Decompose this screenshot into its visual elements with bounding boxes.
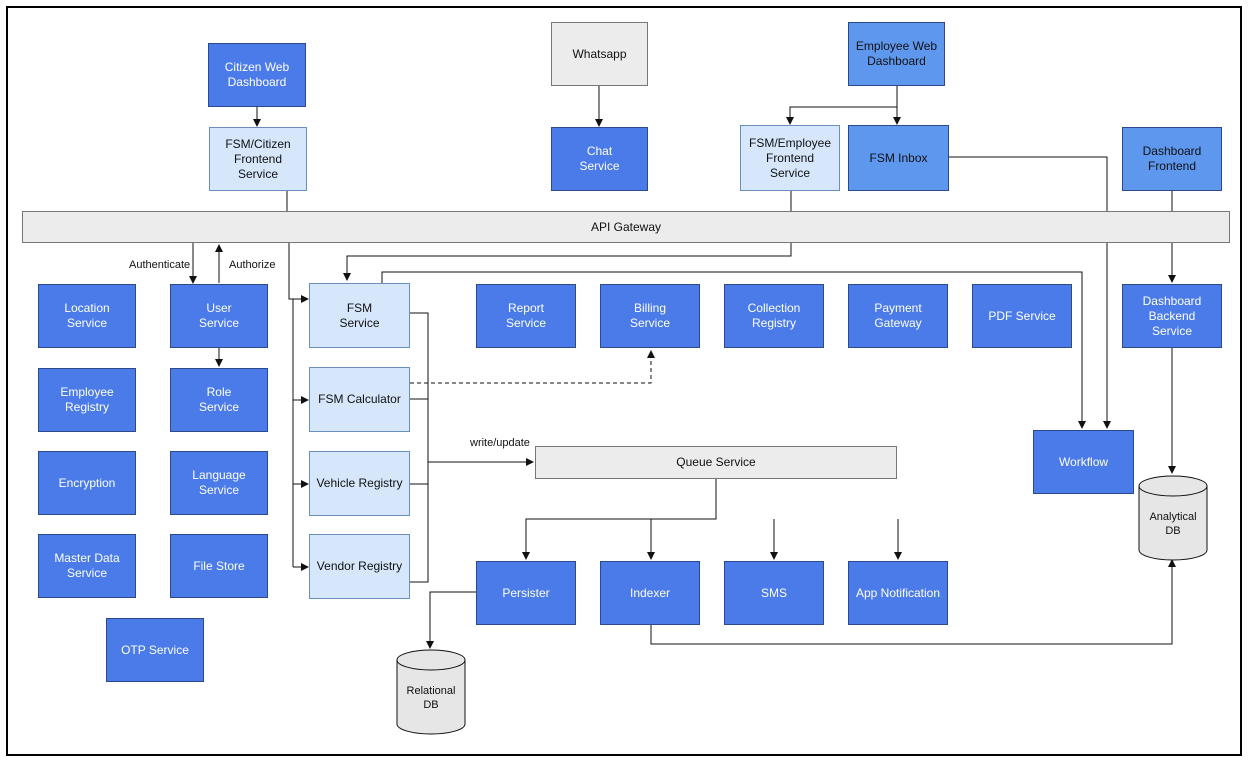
- edge-employee-frontend-to-fsm: [343, 243, 792, 281]
- vendor-registry-node: Vendor Registry: [309, 534, 410, 599]
- edge-gateway-to-fsm-left: [288, 243, 309, 303]
- employee-registry-node: Employee Registry: [38, 368, 136, 432]
- fsm-employee-frontend-node: FSM/Employee Frontend Service: [740, 125, 840, 191]
- chat-service-node: Chat Service: [551, 127, 648, 191]
- user-service-node: User Service: [170, 284, 268, 348]
- pdf-service-node: PDF Service: [972, 284, 1072, 348]
- edge-persister-to-relational-db: [426, 591, 476, 649]
- role-service-node: Role Service: [170, 368, 268, 432]
- report-service-node: Report Service: [476, 284, 576, 348]
- edge-employee-dashboard-split: [786, 86, 898, 125]
- edge-inbox-to-workflow: [949, 156, 1111, 429]
- relational-db-cylinder: Relational DB: [396, 649, 466, 735]
- payment-gateway-node: Payment Gateway: [848, 284, 948, 348]
- authorize-label: Authorize: [229, 259, 276, 271]
- location-service-node: Location Service: [38, 284, 136, 348]
- analytical-db-cylinder: Analytical DB: [1138, 475, 1208, 561]
- encryption-node: Encryption: [38, 451, 136, 515]
- vehicle-registry-node: Vehicle Registry: [309, 451, 410, 516]
- relational-db-label-line1: Relational: [407, 685, 456, 697]
- edge-indexer-to-analytical-db: [650, 559, 1176, 645]
- fsm-inbox-node: FSM Inbox: [848, 125, 949, 191]
- file-store-node: File Store: [170, 534, 268, 598]
- language-service-node: Language Service: [170, 451, 268, 515]
- dashboard-frontend-node: Dashboard Frontend: [1122, 127, 1222, 191]
- diagram-frame: [6, 6, 1242, 756]
- edge-fsm-to-queue-collector: [410, 312, 429, 583]
- api-gateway-node: API Gateway: [22, 211, 1230, 243]
- indexer-node: Indexer: [600, 561, 700, 625]
- write-update-label: write/update: [470, 437, 530, 449]
- employee-web-dashboard-node: Employee Web Dashboard: [848, 22, 945, 86]
- whatsapp-node: Whatsapp: [551, 22, 648, 86]
- fsm-service-node: FSM Service: [309, 283, 410, 348]
- edge-queue-to-consumers: [525, 479, 899, 559]
- fsm-citizen-frontend-node: FSM/Citizen Frontend Service: [209, 127, 307, 191]
- billing-service-node: Billing Service: [600, 284, 700, 348]
- workflow-node: Workflow: [1033, 430, 1134, 494]
- dashboard-backend-node: Dashboard Backend Service: [1122, 284, 1222, 348]
- fsm-calculator-node: FSM Calculator: [309, 367, 410, 432]
- relational-db-label-line2: DB: [423, 699, 438, 711]
- authenticate-label: Authenticate: [129, 259, 191, 271]
- collection-registry-node: Collection Registry: [724, 284, 824, 348]
- analytical-db-label-line1: Analytical: [1149, 511, 1196, 523]
- otp-service-node: OTP Service: [106, 618, 204, 682]
- sms-node: SMS: [724, 561, 824, 625]
- persister-node: Persister: [476, 561, 576, 625]
- master-data-service-node: Master Data Service: [38, 534, 136, 598]
- queue-service-node: Queue Service: [535, 446, 897, 479]
- app-notification-node: App Notification: [848, 561, 948, 625]
- analytical-db-label-line2: DB: [1165, 525, 1180, 537]
- citizen-web-dashboard-node: Citizen Web Dashboard: [208, 43, 306, 107]
- edge-fsm-to-workflow: [381, 271, 1086, 429]
- edge-calculator-to-billing: [410, 350, 655, 384]
